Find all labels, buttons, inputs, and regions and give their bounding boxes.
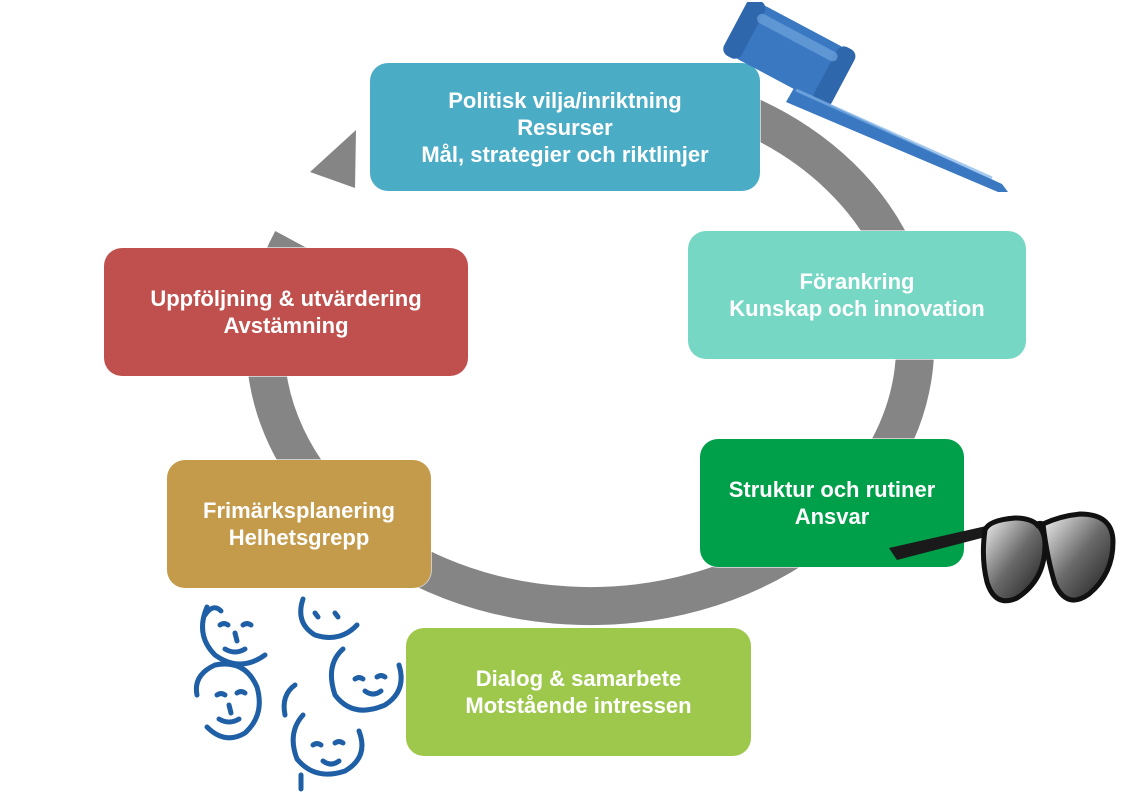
anchoring-line1: Förankring [799, 269, 915, 294]
gavel-icon [723, 2, 1008, 192]
faces-sketch-icon [193, 596, 404, 792]
anchoring-line2: Kunskap och innovation [729, 296, 985, 321]
node-followup: Uppföljning & utvärdering Avstämning [104, 248, 468, 376]
followup-line2: Avstämning [223, 313, 349, 338]
node-anchoring: Förankring Kunskap och innovation [688, 231, 1026, 359]
node-dialog: Dialog & samarbete Motstående intressen [406, 628, 751, 756]
politics-line2: Resurser [517, 114, 613, 140]
dialog-line1: Dialog & samarbete [475, 666, 682, 691]
sunglasses-icon [889, 511, 1116, 604]
node-stamp-planning: Frimärksplanering Helhetsgrepp [167, 460, 431, 588]
politics-line3: Mål, strategier och riktlinjer [421, 141, 709, 167]
politics-line1: Politisk vilja/inriktning [448, 87, 682, 113]
stamp-line2: Helhetsgrepp [228, 525, 370, 550]
structure-line1: Struktur och rutiner [728, 477, 936, 502]
node-politics: Politisk vilja/inriktning Resurser Mål, … [370, 63, 760, 191]
dialog-line2: Motstående intressen [465, 693, 692, 718]
cycle-arrowhead [310, 130, 356, 188]
followup-line1: Uppföljning & utvärdering [150, 286, 422, 311]
stamp-line1: Frimärksplanering [203, 498, 395, 523]
structure-line2: Ansvar [794, 504, 870, 529]
